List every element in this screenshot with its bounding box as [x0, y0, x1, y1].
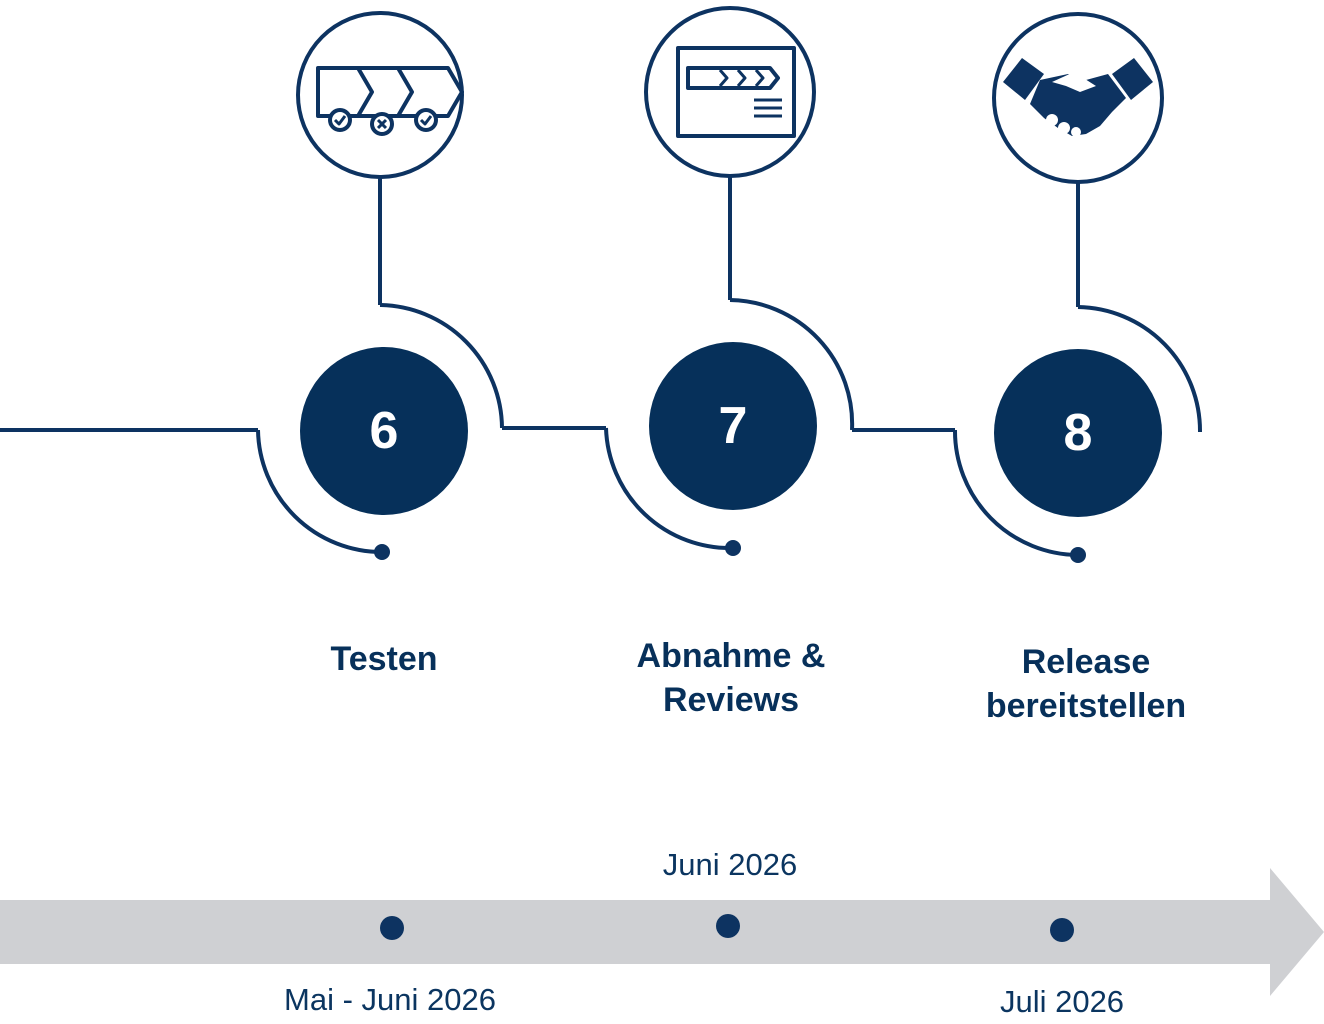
timeline-marker-1 — [380, 916, 404, 940]
step-8-title: Release bereitstellen — [985, 643, 1187, 726]
step-7-title: Abnahme & Reviews — [636, 637, 826, 720]
step-6-icon-ring — [296, 11, 464, 179]
step-6-end-dot — [374, 544, 390, 560]
step-6-number: 6 — [370, 402, 399, 460]
presentation-board-icon — [676, 46, 796, 138]
step-8-end-dot — [1070, 547, 1086, 563]
date-label-1: Mai - Juni 2026 — [284, 982, 496, 1017]
step-6-upper-arc — [379, 303, 504, 429]
timeline-marker-3 — [1050, 918, 1074, 942]
step-6: 6 — [256, 11, 504, 560]
timeline-arrow — [0, 868, 1324, 996]
step-6-title: Testen — [330, 640, 438, 678]
timeline-marker-2 — [716, 914, 740, 938]
step-8-number: 8 — [1064, 404, 1093, 462]
process-check-icon — [316, 66, 464, 136]
step-8-number-badge — [994, 349, 1162, 517]
step-7-end-dot — [725, 540, 741, 556]
step-8-upper-arc — [1077, 305, 1203, 433]
step-7: 7 — [604, 6, 855, 556]
handshake-icon — [1003, 58, 1153, 137]
step-8-lower-arc — [952, 429, 1079, 557]
step-8: 8 — [952, 12, 1203, 563]
step-7-number: 7 — [719, 397, 748, 455]
step-6-lower-arc — [256, 429, 383, 554]
step-6-number-badge — [300, 347, 468, 515]
step-7-icon-ring — [644, 6, 816, 178]
date-label-2: Juni 2026 — [662, 847, 798, 882]
connector-line — [0, 426, 955, 432]
step-7-number-badge — [649, 342, 817, 510]
step-7-upper-arc — [729, 298, 855, 431]
date-label-3: Juli 2026 — [999, 984, 1125, 1019]
step-7-lower-arc — [604, 427, 734, 551]
